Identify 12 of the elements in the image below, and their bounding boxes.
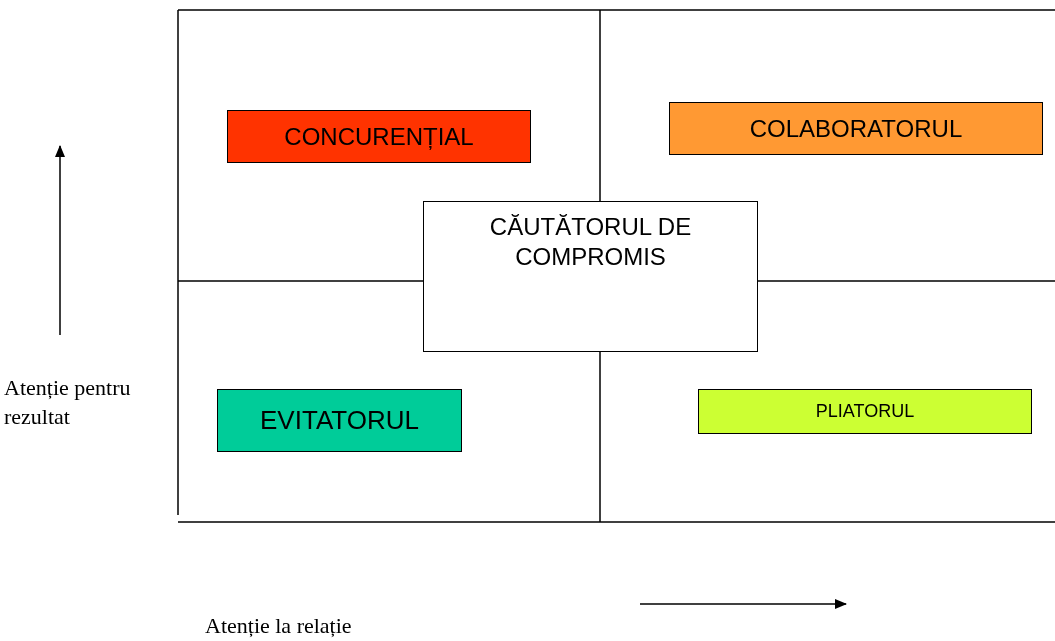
category-box: [227, 110, 531, 163]
category-box: [698, 389, 1032, 434]
category-box: [217, 389, 462, 452]
axis-label: Atenție la relație: [205, 612, 353, 640]
category-label: EVITATORUL: [260, 404, 419, 437]
category-box: [423, 201, 758, 352]
category-label: PLIATORUL: [815, 400, 915, 423]
axis-label: Atenție pentru rezultat: [4, 374, 132, 431]
category-label: COLABORATORUL: [749, 113, 963, 144]
category-box: [669, 102, 1043, 155]
category-label: CĂUTĂTORUL DE COMPROMIS: [488, 212, 693, 272]
category-label: CONCURENȚIAL: [284, 121, 474, 152]
